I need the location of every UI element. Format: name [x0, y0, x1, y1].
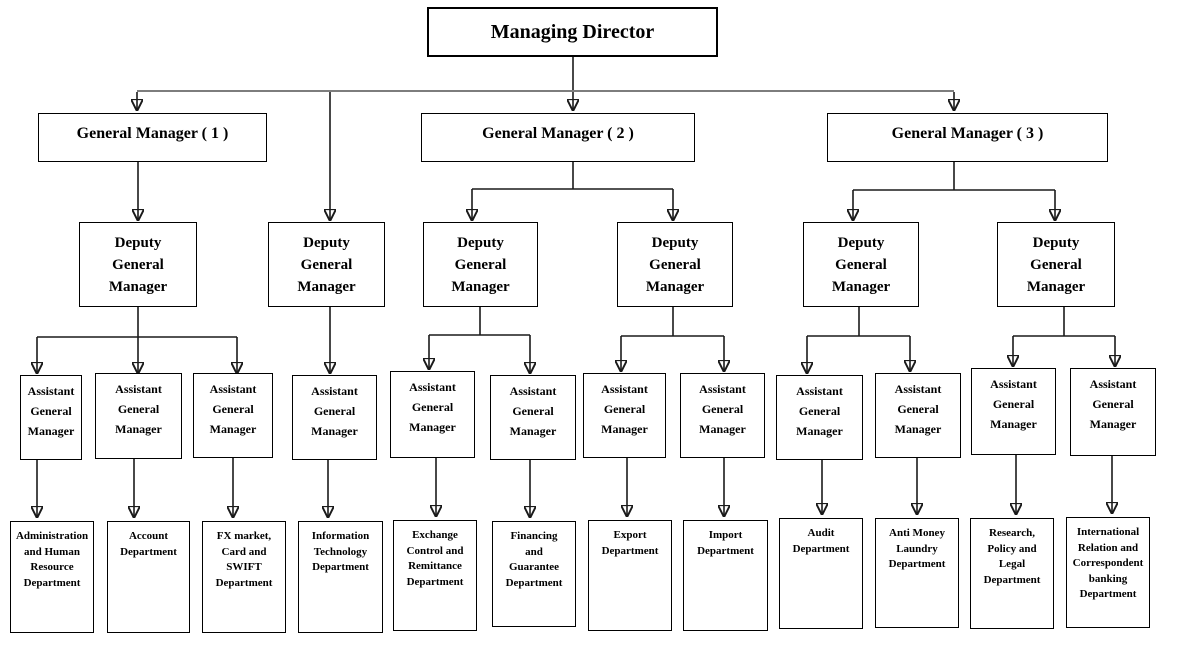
node-department-research-policy-legal: Research, Policy and Legal Department	[970, 518, 1054, 629]
node-deputy-general-manager-3: Deputy General Manager	[423, 222, 538, 307]
edges-deputy-4	[621, 307, 724, 371]
node-assistant-general-manager-4: Assistant General Manager	[292, 375, 377, 460]
node-assistant-general-manager-10: Assistant General Manager	[875, 373, 961, 458]
node-assistant-general-manager-8: Assistant General Manager	[680, 373, 765, 458]
node-assistant-general-manager-1: Assistant General Manager	[20, 375, 82, 460]
node-department-administration-hr: Administration and Human Resource Depart…	[10, 521, 94, 633]
edges-deputy-5	[807, 307, 910, 373]
node-assistant-general-manager-6: Assistant General Manager	[490, 375, 576, 460]
node-department-account: Account Department	[107, 521, 190, 633]
node-department-exchange-control-remittance: Exchange Control and Remittance Departme…	[393, 520, 477, 631]
node-deputy-general-manager-1: Deputy General Manager	[79, 222, 197, 307]
node-assistant-general-manager-9: Assistant General Manager	[776, 375, 863, 460]
node-assistant-general-manager-12: Assistant General Manager	[1070, 368, 1156, 456]
node-deputy-general-manager-6: Deputy General Manager	[997, 222, 1115, 307]
edges-deputy-3	[429, 307, 530, 373]
node-assistant-general-manager-3: Assistant General Manager	[193, 373, 273, 458]
node-deputy-general-manager-5: Deputy General Manager	[803, 222, 919, 307]
node-general-manager-3: General Manager ( 3 )	[827, 113, 1108, 162]
node-deputy-general-manager-2: Deputy General Manager	[268, 222, 385, 307]
node-department-audit: Audit Department	[779, 518, 863, 629]
node-general-manager-1: General Manager ( 1 )	[38, 113, 267, 162]
node-assistant-general-manager-5: Assistant General Manager	[390, 371, 475, 458]
edges-assistant-to-departments	[37, 455, 1112, 517]
node-department-international-relation-correspondent-banking: International Relation and Correspondent…	[1066, 517, 1150, 628]
edges-deputy-1	[37, 307, 237, 373]
edges-general-manager-3	[853, 162, 1055, 220]
node-department-anti-money-laundry: Anti Money Laundry Department	[875, 518, 959, 628]
node-assistant-general-manager-7: Assistant General Manager	[583, 373, 666, 458]
node-managing-director: Managing Director	[427, 7, 718, 57]
edges-deputy-6	[1013, 307, 1115, 366]
node-department-import: Import Department	[683, 520, 768, 631]
edges-general-manager-2	[472, 162, 673, 220]
node-general-manager-2: General Manager ( 2 )	[421, 113, 695, 162]
node-assistant-general-manager-11: Assistant General Manager	[971, 368, 1056, 455]
node-department-fx-card-swift: FX market, Card and SWIFT Department	[202, 521, 286, 633]
node-deputy-general-manager-4: Deputy General Manager	[617, 222, 733, 307]
node-department-information-technology: Information Technology Department	[298, 521, 383, 633]
node-assistant-general-manager-2: Assistant General Manager	[95, 373, 182, 459]
node-department-export: Export Department	[588, 520, 672, 631]
node-department-financing-guarantee: Financing and Guarantee Department	[492, 521, 576, 627]
